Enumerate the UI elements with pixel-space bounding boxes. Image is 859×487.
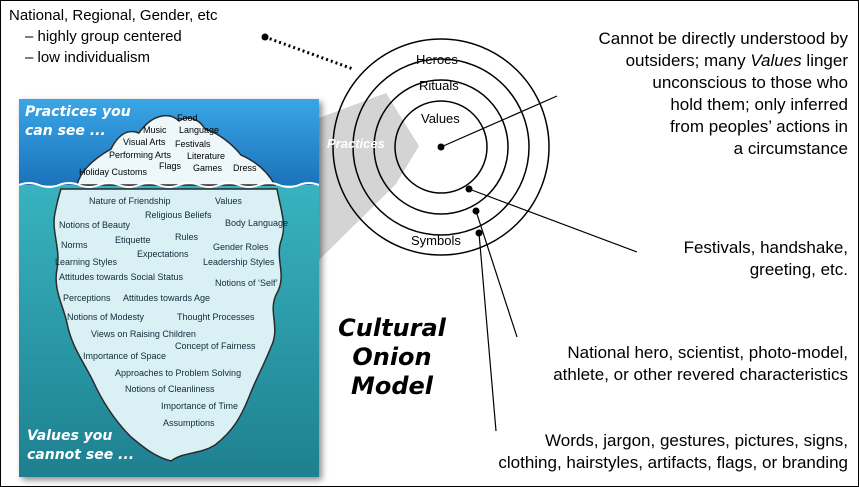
ice-word: Holiday Customs [79, 167, 147, 177]
top-heading-line-2: can see ... [25, 122, 131, 141]
ice-word: Thought Processes [177, 312, 255, 322]
ice-word: Nature of Friendship [89, 196, 171, 206]
ice-word: Norms [61, 240, 88, 250]
iceberg-image: Practices you can see ... Food Music Lan… [19, 99, 319, 477]
bottom-heading-line-2: cannot see ... [27, 446, 134, 465]
heroes-desc-line: National hero, scientist, photo-model, [553, 342, 848, 364]
ice-word: Notions of ‘Self’ [215, 278, 278, 288]
values-emphasis: Values [750, 51, 801, 70]
heroes-description: National hero, scientist, photo-model, a… [553, 342, 848, 386]
ice-word: Notions of Beauty [59, 220, 130, 230]
symbols-pointer-dot [476, 230, 483, 237]
iceberg-top-heading: Practices you can see ... [25, 103, 131, 141]
model-title-line-3: Model [317, 372, 467, 401]
rituals-pointer-dot [466, 186, 473, 193]
ice-word: Leadership Styles [203, 257, 275, 267]
ice-word: Festivals [175, 139, 211, 149]
practices-wedge [316, 93, 419, 263]
practices-label: Practices [327, 136, 385, 151]
ice-word: Approaches to Problem Solving [115, 368, 241, 378]
ice-word: Importance of Time [161, 401, 238, 411]
ice-word: Rules [175, 232, 198, 242]
ice-word: Expectations [137, 249, 189, 259]
model-title: Cultural Onion Model [317, 314, 467, 401]
ring-label-heroes: Heroes [416, 52, 458, 67]
ice-word: Language [179, 125, 219, 135]
values-desc-line: outsiders; many Values linger [599, 50, 849, 72]
model-title-line-2: Onion [317, 343, 467, 372]
ice-word: Assumptions [163, 418, 215, 428]
symbols-desc-line: clothing, hairstyles, artifacts, flags, … [498, 452, 848, 474]
top-heading-line-1: Practices you [25, 103, 131, 122]
values-desc-line: Cannot be directly understood by [599, 28, 849, 50]
heroes-pointer-dot [473, 208, 480, 215]
ice-word: Dress [233, 163, 257, 173]
values-description: Cannot be directly understood by outside… [599, 28, 849, 160]
rituals-pointer [469, 189, 637, 252]
bottom-heading-line-1: Values you [27, 427, 134, 446]
ice-word: Literature [187, 151, 225, 161]
rituals-desc-line: greeting, etc. [684, 259, 848, 281]
ice-word: Importance of Space [83, 351, 166, 361]
group-connector [265, 37, 353, 69]
values-desc-text: outsiders; many Values linger [626, 51, 848, 70]
ice-word: Religious Beliefs [145, 210, 212, 220]
ice-word: Gender Roles [213, 242, 269, 252]
iceberg-bottom-heading: Values you cannot see ... [27, 427, 134, 465]
symbols-desc-line: Words, jargon, gestures, pictures, signs… [498, 430, 848, 452]
ring-label-symbols: Symbols [411, 233, 461, 248]
values-desc-line: unconscious to those who [599, 72, 849, 94]
values-desc-line: from peoples’ actions in [599, 116, 849, 138]
ice-word: Concept of Fairness [175, 341, 256, 351]
ice-word: Etiquette [115, 235, 151, 245]
values-desc-line: hold them; only inferred [599, 94, 849, 116]
symbols-description: Words, jargon, gestures, pictures, signs… [498, 430, 848, 474]
ice-word: Body Language [225, 218, 288, 228]
values-desc-line: a circumstance [599, 138, 849, 160]
ice-word: Notions of Cleanliness [125, 384, 215, 394]
group-connector-dot [262, 34, 269, 41]
ice-word: Visual Arts [123, 137, 165, 147]
heroes-desc-line: athlete, or other revered characteristic… [553, 364, 848, 386]
ice-word: Attitudes towards Age [123, 293, 210, 303]
ice-word: Music [143, 125, 167, 135]
ring-label-rituals: Rituals [419, 78, 459, 93]
ice-word: Performing Arts [109, 150, 171, 160]
rituals-description: Festivals, handshake, greeting, etc. [684, 237, 848, 281]
ice-word: Values [215, 196, 242, 206]
ice-word: Notions of Modesty [67, 312, 144, 322]
ice-word: Flags [159, 161, 181, 171]
ice-word: Games [193, 163, 222, 173]
values-pointer-dot [438, 144, 445, 151]
ice-word: Attitudes towards Social Status [59, 272, 183, 282]
ice-word: Food [177, 113, 198, 123]
ice-word: Perceptions [63, 293, 111, 303]
ice-word: Views on Raising Children [91, 329, 196, 339]
ring-label-values: Values [421, 111, 460, 126]
rituals-desc-line: Festivals, handshake, [684, 237, 848, 259]
ice-word: Learning Styles [55, 257, 117, 267]
model-title-line-1: Cultural [317, 314, 467, 343]
